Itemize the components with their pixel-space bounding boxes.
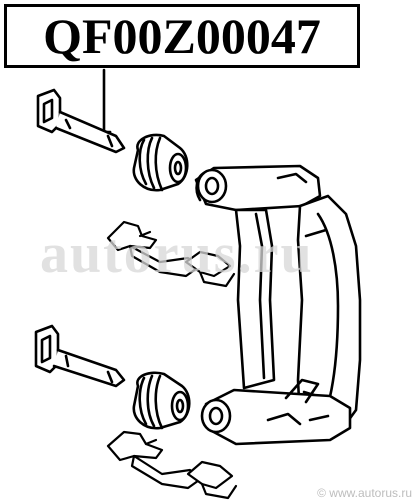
caliper-bracket <box>194 164 362 446</box>
upper-dust-boot <box>132 133 189 192</box>
upper-pad-clip <box>106 220 236 288</box>
upper-guide-pin <box>36 88 126 154</box>
lower-dust-boot <box>132 371 191 430</box>
part-code-frame: QF00Z00047 <box>4 4 360 68</box>
lower-pad-clip <box>106 430 238 500</box>
part-code: QF00Z00047 <box>43 8 321 64</box>
lower-guide-pin <box>34 324 126 388</box>
